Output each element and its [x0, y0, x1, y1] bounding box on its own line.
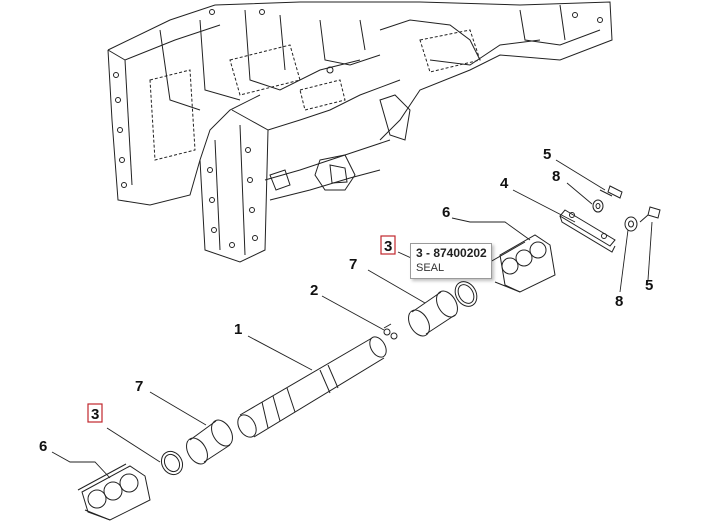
callout-8-upper: 8: [552, 168, 560, 185]
tooltip-part-description: SEAL: [416, 262, 445, 274]
callout-2: 2: [310, 282, 318, 299]
seal-upper: [454, 281, 478, 307]
callout-5-right: 5: [645, 277, 653, 294]
bushing-lower: [186, 419, 233, 465]
callout-labels: 1 2 3 3 4 5 5 6 6 7 7 8 8: [39, 146, 653, 455]
part-tooltip: 3 - 87400202 SEAL: [410, 243, 492, 279]
shim-pack-lower: [77, 463, 151, 521]
seal-lower: [160, 450, 184, 476]
callout-6-lower: 6: [39, 438, 47, 455]
callout-3-upper[interactable]: 3: [384, 238, 392, 255]
callout-7-upper: 7: [349, 256, 357, 273]
bolt-right: [639, 206, 661, 223]
washer-right: [624, 216, 638, 232]
bolt-upper: [599, 185, 623, 199]
grease-fitting: [383, 323, 398, 340]
retaining-plate: [559, 209, 616, 253]
tooltip-part-number: 3 - 87400202: [416, 246, 487, 260]
shim-pack-upper: [489, 234, 556, 293]
callout-3-lower[interactable]: 3: [91, 406, 99, 423]
callout-4: 4: [500, 175, 509, 192]
pin-shaft: [237, 336, 387, 438]
leader-lines: [51, 159, 653, 479]
washer-upper: [592, 199, 604, 213]
highlight-box-upper[interactable]: [380, 235, 396, 255]
callout-1: 1: [234, 321, 242, 338]
highlight-box-lower[interactable]: [87, 403, 103, 423]
callout-8-lower: 8: [615, 293, 623, 310]
bushing-upper: [408, 290, 458, 337]
frame-assembly: [107, 1, 613, 263]
callout-5-upper: 5: [543, 146, 551, 163]
callout-7-lower: 7: [135, 378, 143, 395]
callout-6-upper: 6: [442, 204, 450, 221]
